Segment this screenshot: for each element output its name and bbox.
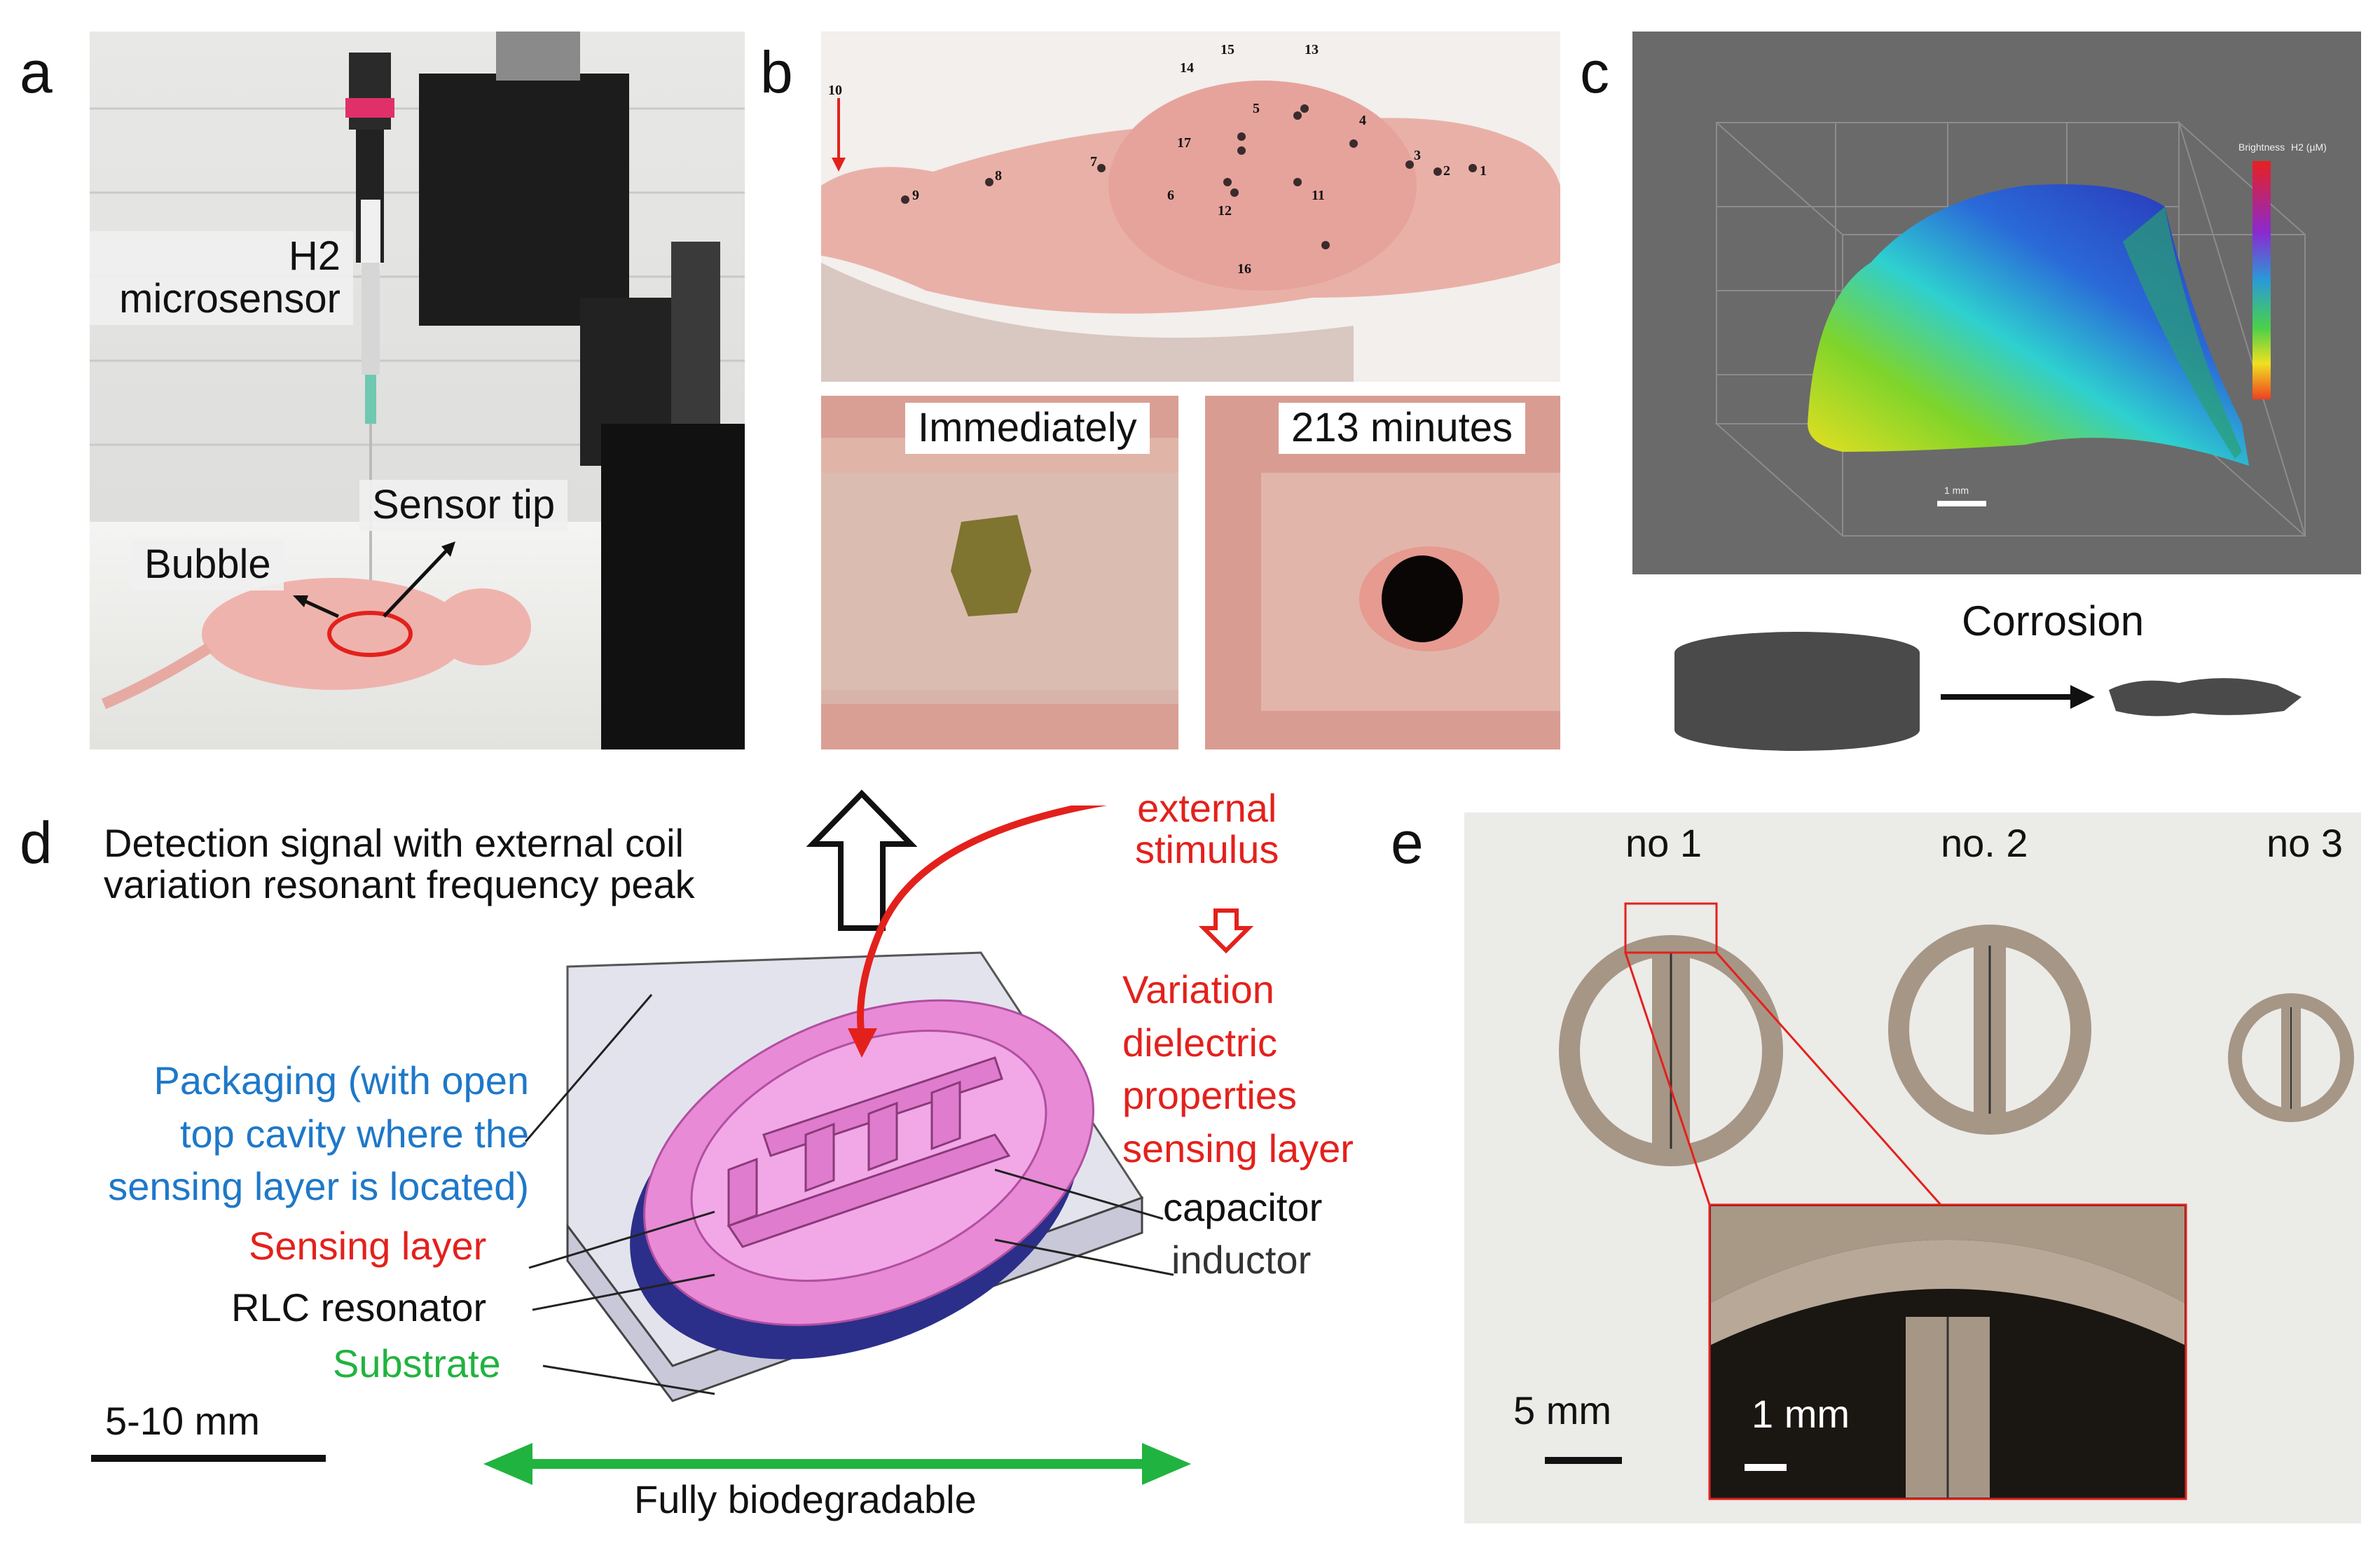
panel-c-3d-map: Brightness H2 (µM) 1 mm xyxy=(1632,32,2361,574)
213-minutes-label: 213 minutes xyxy=(1279,403,1525,454)
panel-label-e: e xyxy=(1391,810,1424,876)
scale-bar-d xyxy=(91,1455,326,1462)
site-1: 1 xyxy=(1480,163,1487,179)
corrosion-label: Corrosion xyxy=(1962,597,2145,644)
stimulus-down-arrow xyxy=(1198,908,1254,954)
substrate-text: Substrate xyxy=(333,1341,501,1385)
panel-b-immediately-photo: Immediately xyxy=(821,396,1178,749)
site-3: 3 xyxy=(1414,148,1421,163)
site-17: 17 xyxy=(1177,135,1191,151)
colorbar-unit: H2 (µM) xyxy=(2291,141,2327,153)
implant-skin-213-minutes xyxy=(1205,396,1560,749)
ring-no3 xyxy=(2228,993,2354,1122)
capacitor-text: capacitor xyxy=(1163,1185,1323,1229)
scale-label-e: 5 mm xyxy=(1513,1388,1611,1432)
panel-e-photo: no 1 no. 2 no 3 5 mm 1 mm xyxy=(1464,813,2361,1523)
site-16: 16 xyxy=(1237,261,1251,277)
site-7: 7 xyxy=(1090,154,1097,170)
substrate-layer xyxy=(566,1196,1143,1402)
site-10: 10 xyxy=(828,83,842,98)
immediately-label: Immediately xyxy=(905,403,1150,454)
detection-signal-text: Detection signal with external coil vari… xyxy=(104,821,695,906)
corroded-disc xyxy=(2109,678,2302,717)
mouse-injection-sites: 1 2 3 4 5 6 7 8 9 10 11 12 13 14 15 16 1… xyxy=(821,32,1560,382)
bubble-label: Bubble xyxy=(132,539,284,590)
inset-zoom xyxy=(1708,1203,2187,1500)
site-15: 15 xyxy=(1220,42,1234,57)
corrosion-diagram xyxy=(1674,632,2302,751)
packaging-text: Packaging (with open top cavity where th… xyxy=(108,1058,529,1209)
implant-rings-photo xyxy=(1464,813,2361,1523)
scale-label-e-inset: 1 mm xyxy=(1752,1392,1850,1436)
panel-a-scene xyxy=(90,32,745,749)
site-4: 4 xyxy=(1359,113,1366,128)
site-14: 14 xyxy=(1180,60,1194,76)
panel-b-213min-photo: 213 minutes xyxy=(1205,396,1560,749)
panel-label-c: c xyxy=(1580,39,1609,105)
site-5: 5 xyxy=(1253,101,1260,116)
signal-up-arrow xyxy=(806,789,918,931)
panel-label-b: b xyxy=(760,39,793,105)
variation-text: Variation dielectric properties sensing … xyxy=(1122,967,1354,1170)
scale-1mm-c: 1 mm xyxy=(1944,485,1969,496)
ring-label-no2: no. 2 xyxy=(1941,821,2028,865)
ring-label-no1: no 1 xyxy=(1625,821,1702,865)
site-2: 2 xyxy=(1443,163,1450,179)
site-13: 13 xyxy=(1305,42,1319,57)
site-12: 12 xyxy=(1218,203,1232,219)
panel-label-a: a xyxy=(20,39,53,105)
sensing-layer-text: Sensing layer xyxy=(249,1224,487,1268)
panel-label-d: d xyxy=(20,810,53,876)
colorbar-title: Brightness xyxy=(2238,141,2285,153)
ring-label-no3: no 3 xyxy=(2266,821,2343,865)
sensor-tip-label: Sensor tip xyxy=(359,480,568,531)
site-8: 8 xyxy=(995,168,1002,184)
stimulus-curve-arrow xyxy=(857,806,1108,1037)
capacitor-structure xyxy=(727,1056,1011,1248)
ring-no2 xyxy=(1888,925,2091,1135)
panel-a-photo: H2 microsensor Sensor tip Bubble xyxy=(90,32,745,749)
biodegradable-double-arrow xyxy=(483,1443,1191,1485)
inductor-text: inductor xyxy=(1171,1238,1312,1282)
site-6: 6 xyxy=(1167,188,1174,203)
external-stimulus-text: external stimulus xyxy=(1135,786,1279,871)
site-11: 11 xyxy=(1312,188,1325,203)
scale-label-d: 5-10 mm xyxy=(105,1399,260,1443)
fully-biodegradable-text: Fully biodegradable xyxy=(634,1477,977,1521)
implant-skin-immediately xyxy=(821,396,1178,749)
site-9: 9 xyxy=(912,188,919,203)
panel-b-mouse-photo: 1 2 3 4 5 6 7 8 9 10 11 12 13 14 15 16 1… xyxy=(821,32,1560,382)
hydrogen-3d-surface: Brightness H2 (µM) 1 mm xyxy=(1632,32,2361,574)
h2-sensor-label: H2 microsensor xyxy=(90,231,353,325)
rlc-sensor-diagram xyxy=(524,806,1174,1402)
rlc-resonator-text: RLC resonator xyxy=(231,1285,487,1329)
